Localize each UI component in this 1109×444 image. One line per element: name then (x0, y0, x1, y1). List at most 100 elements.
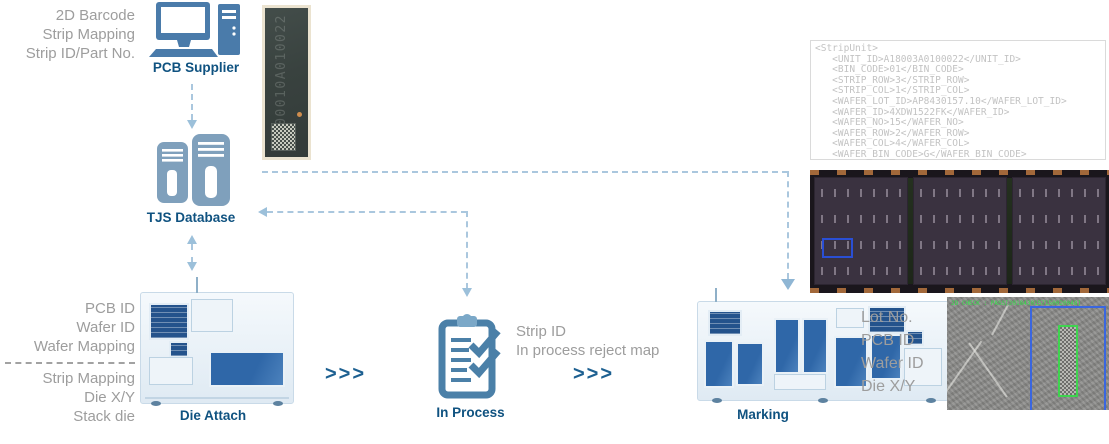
annotation-line: Lot No. (861, 309, 913, 326)
connector-inprocess-to-db-horizontal (267, 211, 467, 213)
marking-annotation: Lot No. PCB ID Wafer ID Die X/Y (861, 306, 951, 398)
annotation-line: Wafer ID (861, 355, 924, 372)
machine-door-window (774, 318, 800, 374)
machine-foot (273, 401, 283, 406)
arrowhead-left-icon (258, 207, 267, 217)
connector-db-dieattach (191, 244, 193, 263)
copper-pads-top (810, 170, 1109, 175)
panel-section (1013, 178, 1105, 284)
connector-db-to-marking-horizontal (262, 171, 788, 173)
node-label-pcb-supplier: PCB Supplier (152, 60, 240, 75)
annotation-divider (5, 362, 135, 364)
annotation-line: Strip Mapping (42, 26, 135, 43)
machine-screen (868, 306, 906, 334)
xml-line: <WAFER_LOT_ID>AP8430157.10</WAFER_LOT_ID… (815, 95, 1067, 107)
scratch-mark (968, 342, 1008, 398)
annotation-line: Strip ID/Part No. (25, 45, 135, 62)
machine-screen (708, 310, 742, 336)
pcb-panel-photo (810, 170, 1109, 293)
machine-monitor (191, 299, 233, 332)
machine-window (736, 342, 764, 386)
arrowhead-up-icon (187, 235, 197, 244)
machine-panel (906, 330, 924, 346)
machine-foot (151, 401, 161, 406)
flow-chevron: >>> (325, 363, 367, 385)
arrowhead-down-icon (781, 279, 795, 290)
xml-line: <WAFER_NO>15</WAFER_NO> (815, 117, 964, 129)
machine-panel (169, 341, 189, 358)
copper-pads-bottom (810, 288, 1109, 293)
annotation-line: Die X/Y (861, 378, 916, 395)
annotation-line: Strip ID (516, 323, 567, 340)
arrowhead-down-icon (187, 120, 197, 129)
connector-inprocess-to-db-vertical (466, 211, 468, 289)
annotation-line: Stack die (73, 408, 135, 425)
scratch-mark (991, 304, 1009, 336)
marking-machine-image (697, 288, 949, 403)
datamatrix-detected-box (1058, 325, 1078, 397)
machine-monitor (836, 308, 864, 328)
xml-line: <WAFER_COL>4</WAFER_COL> (815, 138, 970, 150)
pcb-supplier-annotation: 2D Barcode Strip Mapping Strip ID/Part N… (5, 6, 135, 63)
panel-section (914, 178, 1006, 284)
xml-line: <WAFER_ID>4XDW1522FK</WAFER_ID> (815, 106, 1010, 118)
annotation-line: Wafer ID (76, 319, 135, 336)
connector-supplier-to-db (191, 84, 193, 120)
annotation-line: Wafer Mapping (33, 338, 135, 355)
xml-line: <BIN_CODE>01</BIN_CODE> (815, 64, 964, 76)
machine-window (834, 336, 868, 388)
panel-divider (908, 178, 913, 284)
machine-foot (818, 398, 828, 403)
annotation-line: Strip Mapping (42, 370, 135, 387)
panel-divider (1007, 178, 1012, 284)
xml-line: <WAFER_BIN_CODE>G</WAFER_BIN_CODE> (815, 148, 1027, 160)
annotation-line: Die X/Y (84, 389, 135, 406)
machine-foot (926, 398, 936, 403)
annotation-line: In process reject map (516, 342, 660, 359)
inspection-roi-box (1030, 306, 1106, 410)
machine-trim (145, 397, 289, 399)
annotation-line: PCB ID (861, 332, 915, 349)
machine-window (870, 334, 902, 380)
xml-line: <StripUnit> (815, 43, 878, 54)
unit-highlight-box (822, 238, 853, 258)
arrowhead-down-icon (462, 288, 472, 297)
panel-section (815, 178, 907, 284)
machine-drawer (774, 374, 826, 390)
node-label-marking: Marking (737, 407, 789, 422)
machine-door-window (802, 318, 828, 374)
xml-line: <STRIP_ROW>3</STRIP_ROW> (815, 74, 970, 86)
machine-window (209, 351, 285, 387)
barcode-strip-photo: 2000010A010022 (262, 5, 311, 160)
die-attach-machine-image (140, 277, 294, 406)
node-label-in-process: In Process (436, 405, 505, 420)
fiducial-dot-icon (297, 112, 302, 117)
machine-pole (715, 288, 717, 302)
database-server-icon (152, 132, 237, 208)
machine-drawer (904, 348, 942, 386)
node-label-tjs-database: TJS Database (146, 210, 236, 225)
die-attach-annotation: PCB ID Wafer ID Wafer Mapping Strip Mapp… (0, 299, 135, 426)
connector-db-to-marking-vertical (787, 171, 789, 279)
in-process-annotation: Strip ID In process reject map (516, 322, 676, 360)
xml-line: <UNIT_ID>A18003A0100022</UNIT_ID> (815, 53, 1021, 65)
barcode-strip-surface: 2000010A010022 (265, 8, 308, 157)
annotation-line: 2D Barcode (55, 7, 135, 24)
xml-line: <STRIP_COL>1</STRIP_COL> (815, 85, 970, 97)
2d-check-inspection-photo: 2D CHECK : PASS[2018430157150020048] (947, 297, 1109, 410)
annotation-line: PCB ID (84, 300, 135, 317)
machine-window (704, 340, 734, 388)
machine-foot (712, 398, 722, 403)
machine-drawer (149, 357, 193, 385)
arrowhead-down-icon (187, 262, 197, 271)
computer-icon (148, 2, 246, 58)
check-status-text: 2D CHECK : PASS[2018430157150020048] (951, 300, 1082, 307)
machine-screen (149, 303, 189, 340)
node-label-die-attach: Die Attach (179, 408, 247, 423)
stripunit-xml-snippet: <StripUnit> <UNIT_ID>A18003A0100022</UNI… (810, 40, 1106, 160)
scratch-mark (947, 340, 983, 398)
flow-chevron: >>> (573, 363, 615, 385)
machine-pole (196, 277, 198, 293)
clipboard-checklist-icon (438, 314, 504, 402)
